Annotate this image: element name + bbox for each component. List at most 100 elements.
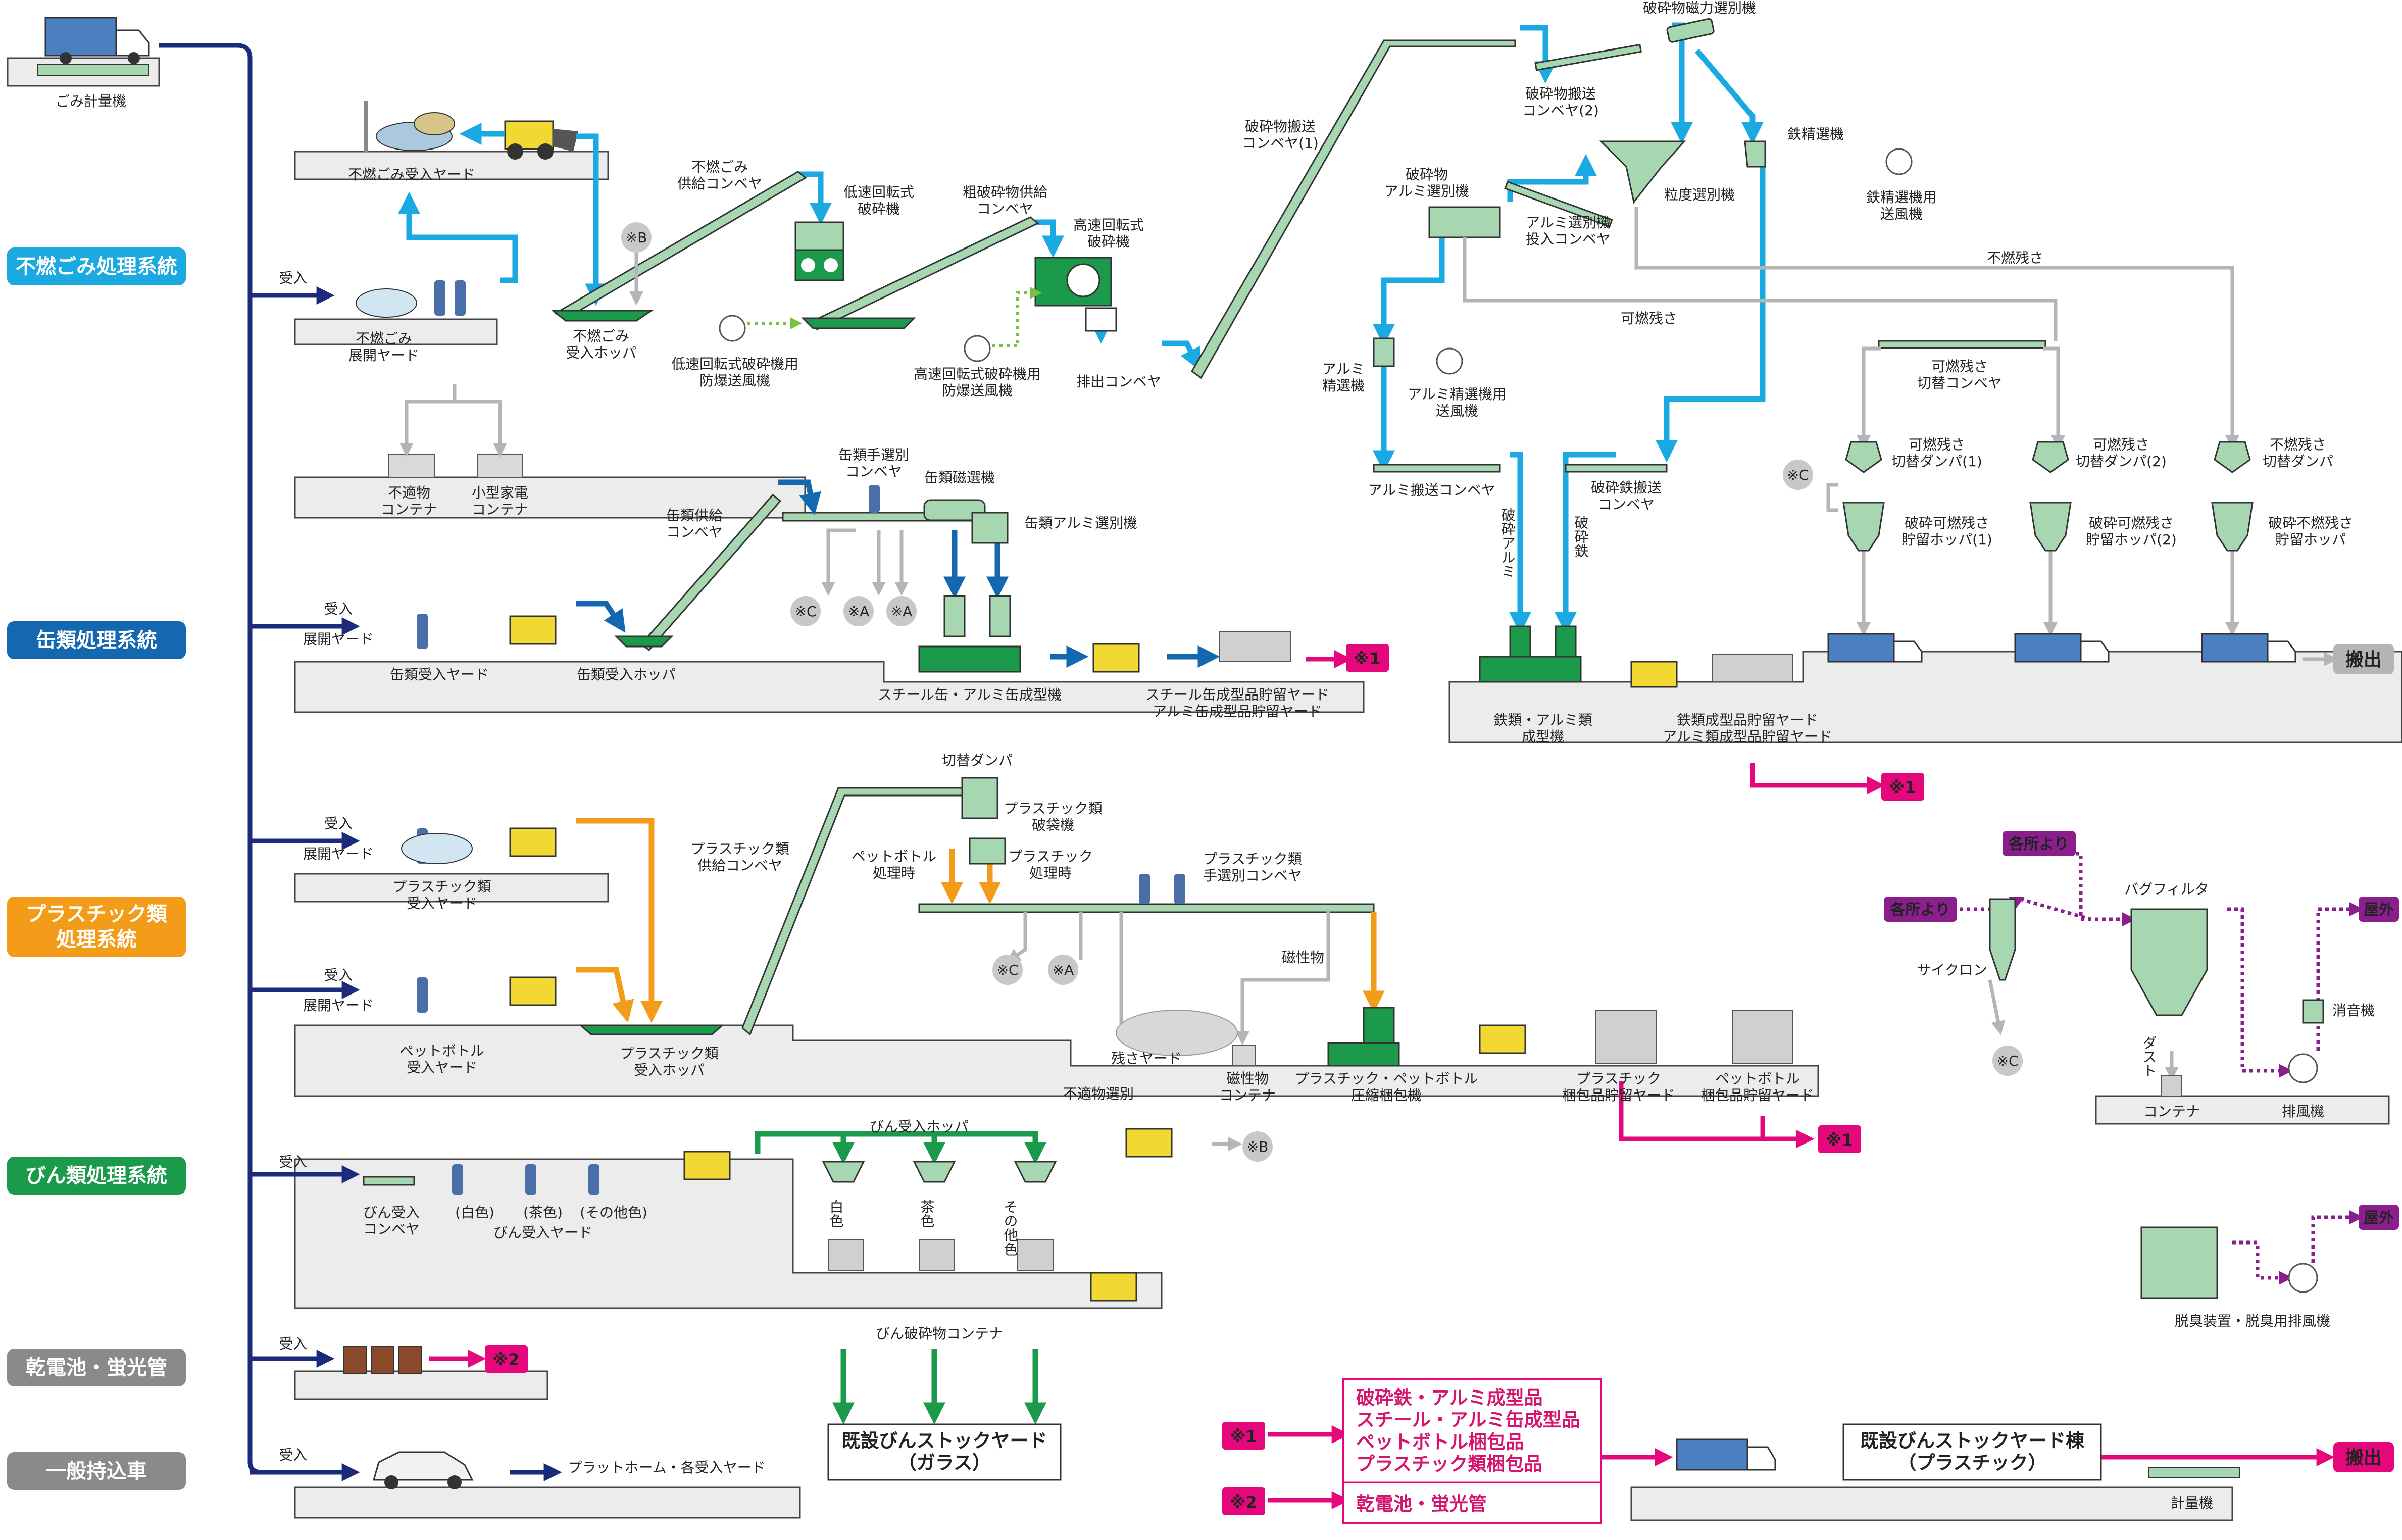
kakusho-text-a: 各所より	[1889, 901, 1950, 919]
text-line: アルミ缶成型品貯留ヤード	[1153, 703, 1322, 720]
text-line: プラスチック	[1008, 848, 1092, 865]
exhaust-fan-icons	[2288, 1053, 2318, 1293]
jiryoku-senbetsu-label: 破砕物磁力選別機	[1643, 0, 1756, 16]
kisetsu-bin-pla-box: 既設びんストックヤード棟（プラスチック）	[1842, 1423, 2102, 1481]
text-line: 梱包品貯留ヤード	[1701, 1087, 1814, 1104]
ryudo-senbetsu-label: 粒度選別機	[1664, 186, 1735, 203]
marker-c-4-text: ※C	[1996, 1053, 2018, 1069]
sohasai-conveyor-label: 粗破砕物供給コンベヤ	[963, 184, 1047, 217]
text-line: 防爆送風機	[942, 382, 1013, 399]
pla-bags-icon	[401, 833, 473, 864]
funen-tenkai-yard-label: 不燃ごみ展開ヤード	[348, 330, 419, 364]
mark2-badges: ※2 ※2	[485, 1345, 1265, 1515]
legend2-text: 乾電池・蛍光管	[1356, 1493, 1487, 1515]
pet-yard-label: ペットボトル受入ヤード	[399, 1042, 484, 1076]
text-line: 高速回転式	[1073, 217, 1144, 233]
conveyors	[363, 39, 2046, 1186]
text-line: 切替ダンパ(2)	[2076, 453, 2167, 470]
scale-icon	[37, 64, 149, 76]
text-line: 供給コンベヤ	[677, 175, 762, 192]
marker-a-2: ※A	[886, 596, 917, 626]
tetsu-alumi-seikeiki-icon	[1479, 625, 1582, 683]
kisetsu-bin-glass-text: 既設びんストックヤード（ガラス）	[842, 1430, 1047, 1474]
tetsu-seisen-fan-label: 鉄精選機用送風機	[1866, 189, 1937, 222]
keiryoki-floor	[1630, 1486, 2233, 1521]
marker-a-1-text: ※A	[848, 603, 870, 620]
zansa-yard-label: 残さヤード	[1111, 1050, 1182, 1067]
text-line: 処理時	[873, 865, 915, 881]
funen-hopper-label: 不燃ごみ受入ホッパ	[566, 328, 636, 361]
text-line: プラスチック類	[620, 1045, 718, 1062]
ippan-floor	[294, 1486, 801, 1519]
text-line: コンベヤ(1)	[1242, 135, 1319, 152]
text-line: 防爆送風機	[699, 372, 770, 389]
kirikae-damper-label: 切替ダンパ	[942, 752, 1013, 769]
text-line: びん受入	[363, 1204, 420, 1221]
damper2-label: 可燃残さ切替ダンパ(2)	[2076, 436, 2167, 470]
mark1-text-c: ※1	[1826, 1130, 1853, 1150]
kan-conveyor-label: 缶類供給コンベヤ	[666, 507, 723, 540]
text-line: ペットボトル	[1715, 1070, 1800, 1087]
v-shiro-label: 白色	[828, 1200, 844, 1228]
hanshutsu-badge-2: 搬出	[2333, 1442, 2394, 1472]
text-line: 貯留ホッパ(2)	[2086, 531, 2177, 548]
system-label-funen: 不燃ごみ処理系統	[7, 247, 186, 285]
alumi-seisen-icon	[1373, 337, 1395, 367]
text-line: 鉄類・アルミ類	[1493, 712, 1592, 728]
reference-markers: ※B ※C ※C ※A ※A ※C ※A ※B ※C	[621, 222, 2023, 1162]
marker-c-3: ※C	[992, 955, 1023, 985]
text-line: アルミ	[1322, 361, 1365, 377]
text-line: 磁性物	[1226, 1070, 1269, 1087]
jiseibutsu-label: 磁性物	[1282, 949, 1324, 966]
pla-hopper-label: プラスチック類受入ホッパ	[620, 1045, 718, 1078]
hopper1-label: 破砕可燃残さ貯留ホッパ(1)	[1901, 515, 1992, 548]
text-line: 鉄精選機用	[1866, 189, 1937, 206]
text-line: アルミ類成型品貯留ヤード	[1663, 728, 1832, 745]
text-line: 受入ヤード	[407, 895, 477, 912]
hasai-tetsu-label: 破砕鉄	[1573, 515, 1589, 558]
kan-jiryoku-icon	[923, 499, 986, 521]
text-line: 切替ダンパ	[2263, 453, 2333, 470]
alumi-senbetsu-label: 破砕物アルミ選別機	[1384, 166, 1469, 200]
text-line: 可燃残さ	[2093, 436, 2149, 453]
text-line: プラスチック類	[1203, 851, 1302, 867]
kan-hopper-label: 缶類受入ホッパ	[577, 666, 676, 683]
marker-c-4: ※C	[1992, 1046, 2023, 1076]
kan-yard-label: 缶類受入ヤード	[390, 666, 489, 683]
text-line: 可燃残さ	[1909, 436, 1965, 453]
text-line: 受入ホッパ	[634, 1062, 705, 1078]
text-line: 切替コンベヤ	[1917, 375, 2002, 391]
kan-jiryoku-label: 缶類磁選機	[924, 469, 995, 486]
haifuki-label: 排風機	[2282, 1103, 2324, 1120]
text-line: 展開ヤード	[348, 347, 419, 364]
system-label-plastic: プラスチック類 処理系統	[7, 897, 186, 957]
mark1-text-b: ※1	[1889, 778, 1916, 797]
ryudo-senbetsu-icon	[1599, 140, 1686, 204]
mark1-text-a: ※1	[1354, 649, 1380, 668]
jiseibutsu-container-icon	[1232, 1045, 1256, 1066]
kandenchi-floor	[294, 1370, 548, 1400]
dust-floor	[2095, 1095, 2390, 1125]
text-line: コンベヤ	[845, 463, 902, 480]
battery-box-icons	[343, 1346, 422, 1374]
separator-icons	[1373, 18, 1766, 367]
container-label: コンテナ	[2143, 1103, 2200, 1120]
pla-hataiki-label: プラスチック類破袋機	[1004, 800, 1102, 833]
marker-c-2-text: ※C	[794, 603, 816, 620]
kandenchi-juuke-label: 受入	[279, 1335, 307, 1352]
text-line: 貯留ホッパ(1)	[1901, 531, 1992, 548]
text-line: コンベヤ	[363, 1221, 420, 1237]
tetsu-conveyor	[1565, 464, 1668, 473]
text-line: 破砕不燃残さ	[2268, 515, 2353, 531]
futekibutsu-senbetsu-label: 不適物選別	[1063, 1085, 1134, 1102]
text-line: 既設びんストックヤード棟	[1860, 1430, 2085, 1452]
text-line: 不燃ごみ	[573, 328, 629, 344]
mark1-badges: ※1 ※1 ※1 ※1	[1222, 644, 1924, 1450]
bin-floor	[294, 1158, 1163, 1309]
kanen-zansa-label: 可燃残さ	[1621, 310, 1677, 327]
text-line: 低速回転式	[843, 184, 914, 201]
crusher-icons	[794, 221, 1117, 332]
fan-icons	[719, 148, 1913, 375]
text-line: 処理時	[1029, 865, 1072, 881]
mark2-text-b: ※2	[1230, 1493, 1257, 1512]
